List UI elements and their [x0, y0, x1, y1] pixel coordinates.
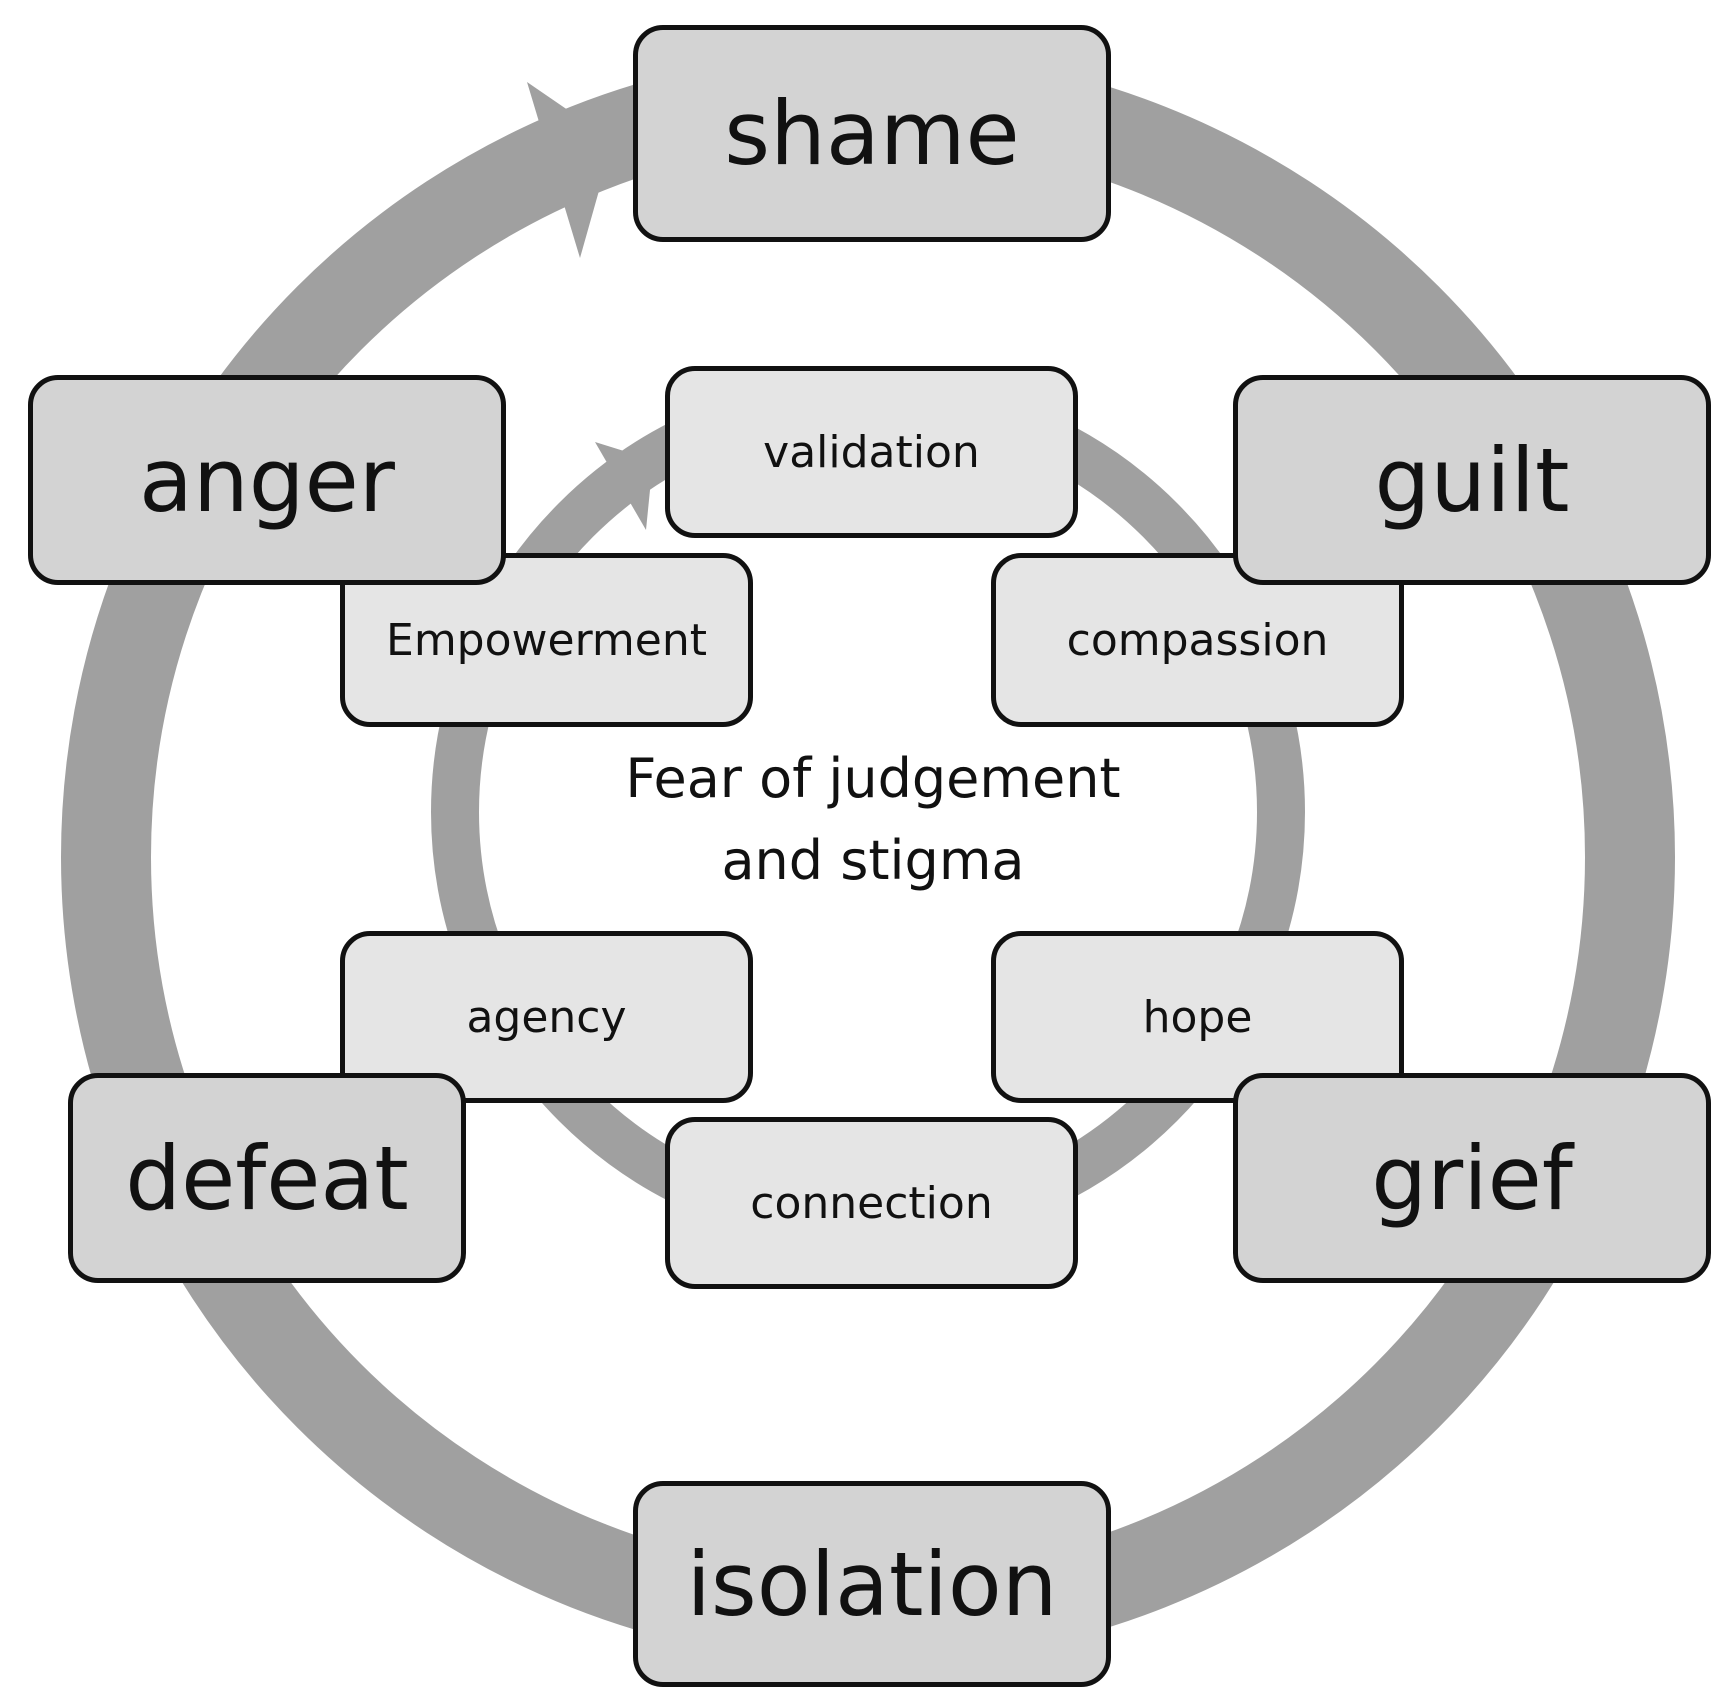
guilt-label: guilt [1374, 428, 1570, 532]
inner-cycle-arrowhead [595, 442, 653, 530]
center-caption-line2: and stigma [721, 829, 1025, 892]
defeat-box: defeat [68, 1073, 466, 1283]
anger-label: anger [139, 428, 395, 532]
hope-box: hope [991, 931, 1404, 1103]
anger-box: anger [28, 375, 506, 585]
shame-label: shame [724, 82, 1020, 185]
hope-label: hope [1142, 991, 1253, 1043]
outer-cycle-arrowhead [527, 82, 613, 258]
isolation-label: isolation [686, 1532, 1058, 1636]
grief-label: grief [1371, 1126, 1573, 1230]
grief-box: grief [1233, 1073, 1711, 1283]
center-caption-line1: Fear of judgement [625, 747, 1121, 810]
center-caption: Fear of judgement and stigma [573, 738, 1173, 902]
shame-box: shame [633, 25, 1111, 242]
validation-label: validation [763, 426, 980, 478]
guilt-box: guilt [1233, 375, 1711, 585]
isolation-box: isolation [633, 1481, 1111, 1687]
defeat-label: defeat [125, 1126, 409, 1230]
empowerment-label: Empowerment [386, 614, 707, 666]
validation-box: validation [665, 366, 1078, 538]
compassion-label: compassion [1066, 614, 1329, 666]
agency-label: agency [466, 991, 627, 1043]
connection-label: connection [750, 1177, 993, 1229]
connection-box: connection [665, 1117, 1078, 1289]
compassion-box: compassion [991, 553, 1404, 727]
